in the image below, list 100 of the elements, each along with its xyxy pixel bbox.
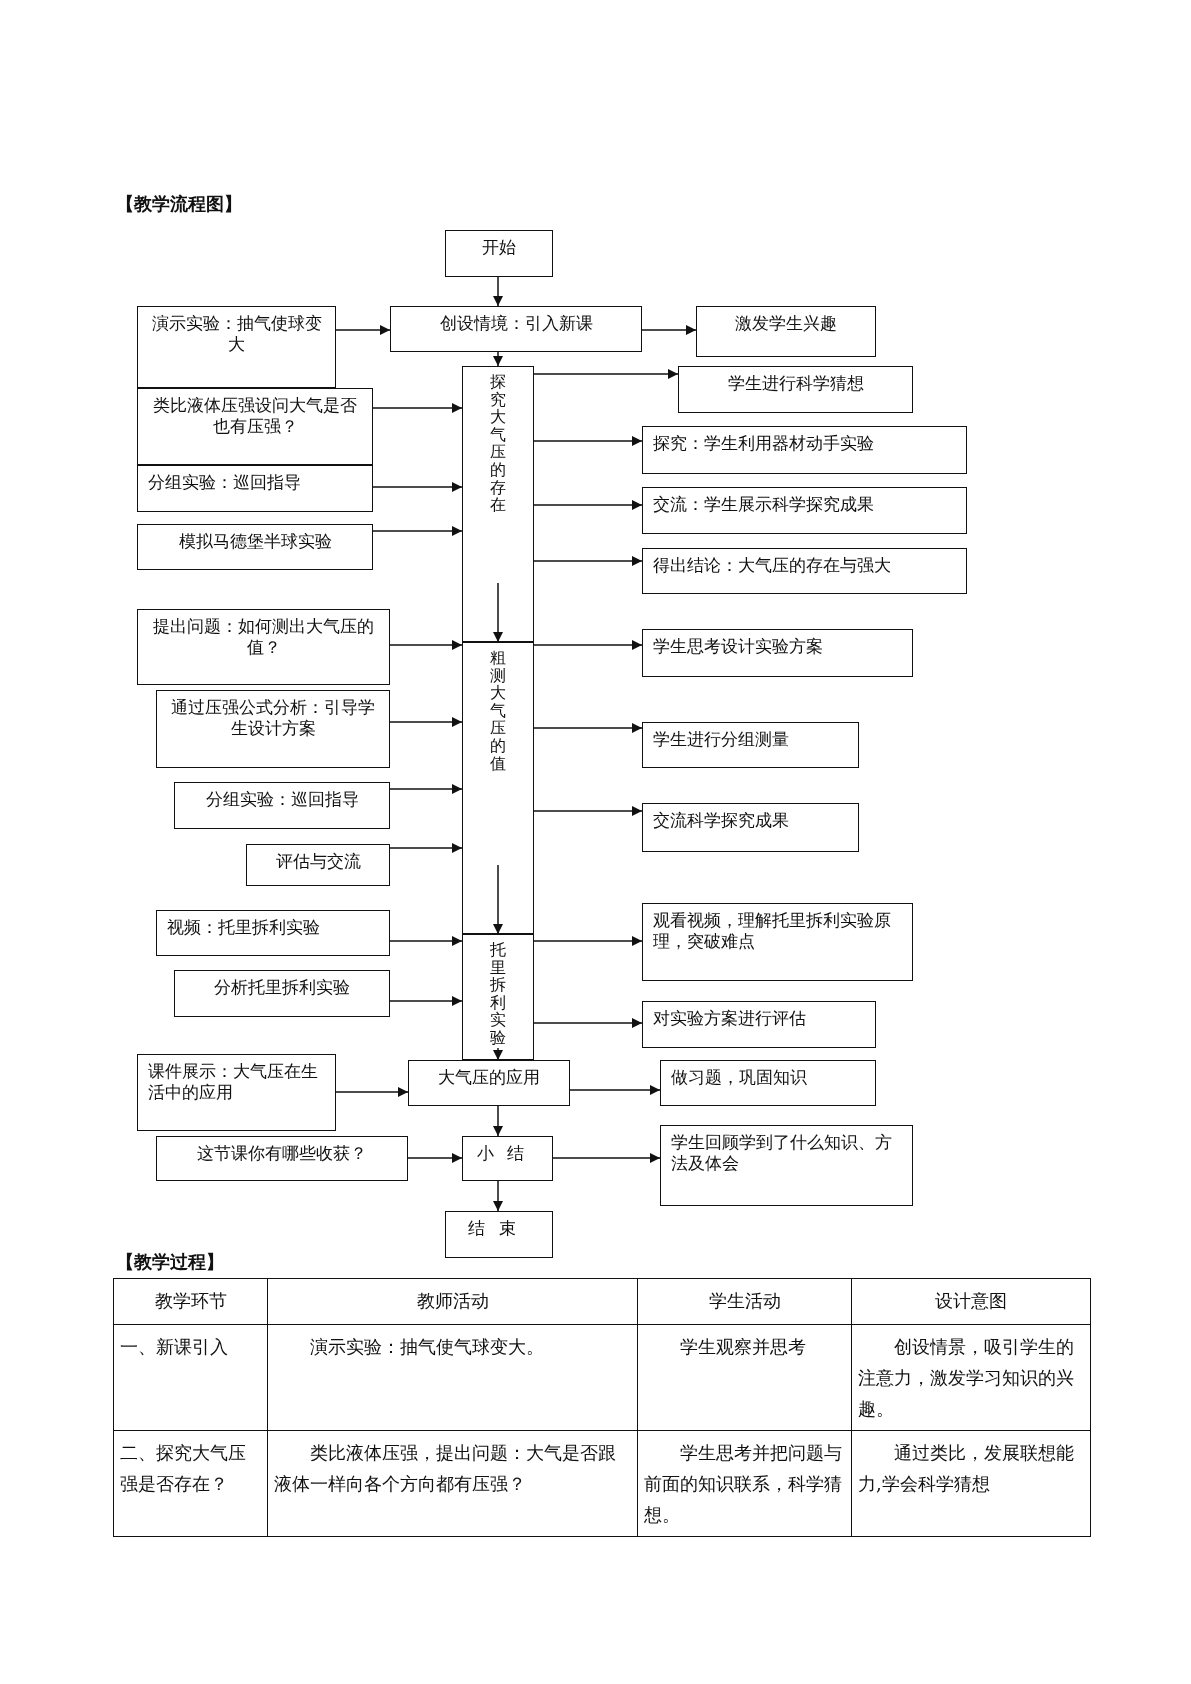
process-box [174, 782, 390, 829]
table-cell: 二、探究大气压强是否存在？ [114, 1431, 268, 1537]
box-label: 课件展示：大气压在生活中的应用 [148, 1061, 319, 1104]
box-label: 学生回顾学到了什么知识、方法及体会 [671, 1132, 893, 1175]
box-label: 这节课你有哪些收获？ [196, 1143, 368, 1165]
box-label: 创设情境：引入新课 [438, 313, 594, 335]
arrow [389, 784, 463, 794]
process-box [408, 1060, 570, 1106]
process-column [462, 642, 534, 934]
process-box [642, 803, 859, 852]
column-label: 粗测大气压的值 [490, 649, 506, 773]
arrow [389, 640, 463, 650]
arrow [493, 582, 503, 643]
box-label: 开始 [481, 237, 517, 259]
process-box [445, 230, 553, 277]
arrow [493, 351, 503, 367]
box-label: 学生思考设计实验方案 [653, 636, 824, 658]
box-label: 分组实验：巡回指导 [148, 472, 302, 494]
arrow [533, 500, 643, 510]
process-box [156, 910, 390, 956]
diagram-title: 【教学流程图】 [116, 192, 242, 216]
arrow [335, 1087, 409, 1097]
arrow [493, 1105, 503, 1137]
table-header-cell: 学生活动 [638, 1279, 852, 1325]
process-box [137, 388, 373, 465]
arrow [533, 436, 643, 446]
process-box [174, 970, 390, 1017]
box-label: 学生进行分组测量 [653, 729, 790, 751]
table-header-cell: 设计意图 [852, 1279, 1091, 1325]
process-box [642, 548, 967, 594]
box-label: 视频：托里拆利实验 [167, 917, 321, 939]
box-label: 交流科学探究成果 [653, 810, 790, 832]
process-box [642, 1001, 876, 1048]
process-box [642, 487, 967, 534]
arrow [389, 996, 463, 1006]
arrow [407, 1153, 463, 1163]
arrow [533, 723, 643, 733]
box-label: 分组实验：巡回指导 [204, 789, 360, 811]
arrow [493, 1180, 503, 1212]
box-label: 分析托里拆利实验 [213, 977, 351, 999]
box-label: 提出问题：如何测出大气压的值？ [152, 616, 375, 659]
process-box [137, 524, 373, 570]
arrow [389, 717, 463, 727]
arrow [533, 640, 643, 650]
process-box [642, 629, 913, 677]
process-box [678, 366, 913, 413]
box-label: 结束 [467, 1218, 531, 1240]
process-box [137, 1054, 336, 1131]
arrow [372, 403, 463, 413]
arrow [533, 369, 679, 379]
process-box [642, 903, 913, 981]
process-box [660, 1125, 913, 1206]
section-heading: 【教学过程】 [116, 1250, 224, 1274]
arrow [372, 482, 463, 492]
box-label: 交流：学生展示科学探究成果 [653, 494, 875, 516]
arrow [493, 864, 503, 935]
process-box [137, 609, 390, 685]
box-label: 做习题，巩固知识 [671, 1067, 808, 1089]
arrow [641, 325, 697, 335]
box-label: 类比液体压强设问大气是否也有压强？ [152, 395, 358, 438]
process-box [246, 844, 390, 886]
box-label: 模拟马德堡半球实验 [177, 531, 333, 553]
arrow [569, 1085, 661, 1095]
table-cell: 学生观察并思考 [638, 1325, 852, 1431]
arrow [335, 325, 391, 335]
table-header-cell: 教师活动 [268, 1279, 638, 1325]
process-column [462, 366, 534, 642]
box-label: 学生进行科学猜想 [726, 373, 865, 395]
table-header-cell: 教学环节 [114, 1279, 268, 1325]
arrow [533, 1018, 643, 1028]
arrow [372, 526, 463, 536]
arrow [533, 806, 643, 816]
table-cell: 演示实验：抽气使气球变大。 [268, 1325, 638, 1431]
terminal-box [462, 1136, 553, 1181]
box-label: 观看视频，理解托里拆利实验原理，突破难点 [653, 910, 892, 953]
process-box [642, 722, 859, 768]
process-box [137, 306, 336, 388]
arrow [493, 276, 503, 307]
arrow [389, 843, 463, 853]
table-cell: 创设情景，吸引学生的注意力，激发学习知识的兴趣。 [852, 1325, 1091, 1431]
table-cell: 通过类比，发展联想能力,学会科学猜想 [852, 1431, 1091, 1537]
box-label: 激发学生兴趣 [734, 313, 838, 335]
box-label: 通过压强公式分析：引导学生设计方案 [170, 697, 376, 740]
process-box [660, 1060, 876, 1106]
box-label: 得出结论：大气压的存在与强大 [653, 555, 892, 577]
column-label: 托里拆利实验 [490, 941, 506, 1047]
process-box [642, 426, 967, 474]
terminal-box [445, 1211, 553, 1258]
box-label: 对实验方案进行评估 [653, 1008, 807, 1030]
arrow [389, 936, 463, 946]
table-cell: 一、新课引入 [114, 1325, 268, 1431]
process-box [156, 1136, 408, 1181]
process-box [390, 306, 642, 352]
process-box [137, 465, 373, 512]
arrow [493, 1047, 503, 1061]
arrow [552, 1153, 661, 1163]
table-cell: 类比液体压强，提出问题：大气是否跟液体一样向各个方向都有压强？ [268, 1431, 638, 1537]
column-label: 探究大气压的存在 [490, 373, 506, 514]
process-column [462, 934, 534, 1060]
box-label: 小结 [475, 1143, 540, 1165]
